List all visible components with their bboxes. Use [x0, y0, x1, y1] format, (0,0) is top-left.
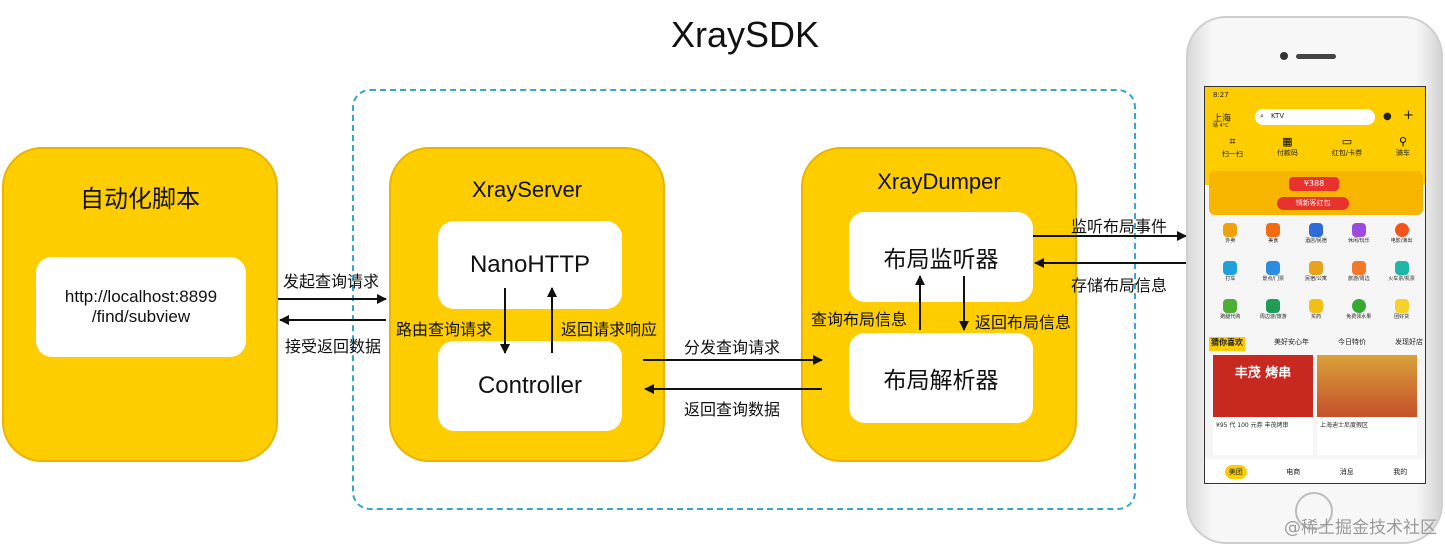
grid-item[interactable]: 周边游/旅游 — [1252, 299, 1295, 333]
city-label: 上海 — [1213, 114, 1232, 124]
grid-item[interactable]: 外卖 — [1209, 223, 1252, 257]
phone-home-button — [1295, 492, 1333, 530]
nav-shop[interactable]: 电商 — [1286, 468, 1301, 476]
tab-new-year[interactable]: 美好安心年 — [1274, 338, 1309, 346]
nav-profile[interactable]: 我的 — [1393, 468, 1408, 476]
grid-item[interactable]: 休闲/玩乐 — [1337, 223, 1380, 257]
controller-box: Controller — [438, 341, 622, 431]
tab-special[interactable]: 今日特价 — [1338, 338, 1366, 346]
banner-amount-badge: ¥388 — [1289, 177, 1339, 191]
grid-item[interactable]: 电影/演出 — [1380, 223, 1423, 257]
label-store-layout: 存储布局信息 — [1071, 276, 1168, 295]
nav-message[interactable]: 消息 — [1339, 468, 1354, 476]
bottom-nav: 美团 电商 消息 我的 — [1205, 459, 1425, 483]
mic-icon[interactable]: ● — [1383, 111, 1392, 122]
label-send-query: 发起查询请求 — [283, 272, 380, 291]
layout-listener-box: 布局监听器 — [849, 212, 1033, 302]
xrayserver-title: XrayServer — [471, 177, 583, 202]
grid-item[interactable]: 跑腿代购 — [1209, 299, 1252, 333]
grid-item[interactable]: 酒店/民宿 — [1295, 223, 1338, 257]
banner-button[interactable]: 领新客红包 — [1277, 197, 1349, 210]
grid-item[interactable]: 打车 — [1209, 261, 1252, 295]
xraydumper-box: XrayDumper 布局监听器 布局解析器 — [801, 147, 1077, 462]
temperature: 晴 4°C — [1213, 123, 1229, 129]
phone-camera — [1280, 52, 1288, 60]
card2-image — [1317, 355, 1417, 417]
feed-card-1[interactable]: 丰茂 烤串 ¥95 代 100 元券 丰茂烤串 — [1213, 355, 1313, 455]
quick-pay[interactable]: ▦付款码 — [1276, 135, 1298, 157]
grid-item[interactable]: 美食 — [1252, 223, 1295, 257]
nanohttp-box: NanoHTTP — [438, 221, 622, 309]
card1-desc: ¥95 代 100 元券 丰茂烤串 — [1216, 422, 1289, 429]
automation-script-title: 自动化脚本 — [80, 186, 200, 213]
card2-desc: 上海迪士尼度假区 — [1320, 422, 1369, 429]
promo-banner[interactable]: ¥388 领新客红包 — [1209, 171, 1423, 215]
quick-scan[interactable]: ⌗扫一扫 — [1221, 135, 1243, 158]
layout-listener-label: 布局监听器 — [883, 247, 999, 273]
xrayserver-box: XrayServer NanoHTTP Controller — [389, 147, 665, 462]
diagram-title: XraySDK — [670, 14, 820, 55]
quick-coupon[interactable]: ▭红包/卡券 — [1331, 135, 1363, 157]
automation-script-box: 自动化脚本 http://localhost:8899 /find/subvie… — [2, 147, 278, 462]
watermark: @稀土掘金技术社区 — [1284, 518, 1437, 538]
search-icon: ⌕ — [1260, 112, 1264, 120]
plus-icon[interactable]: + — [1403, 108, 1414, 123]
status-time: 8:27 — [1213, 91, 1229, 99]
label-route-query: 路由查询请求 — [396, 320, 493, 339]
grid-item[interactable]: 民宿/公寓 — [1295, 261, 1338, 295]
search-placeholder: KTV — [1271, 112, 1285, 120]
grid-item[interactable]: 买药 — [1295, 299, 1338, 333]
nanohttp-label: NanoHTTP — [469, 251, 591, 278]
layout-parser-box: 布局解析器 — [849, 333, 1033, 423]
phone-screen: 8:27 上海 晴 4°C ⌕ KTV ● + ⌗扫一扫 ▦付款码 ▭红包/卡券… — [1204, 86, 1426, 484]
label-return-response: 返回请求响应 — [561, 320, 658, 339]
label-return-layout: 返回布局信息 — [975, 313, 1072, 332]
label-return-query-data: 返回查询数据 — [684, 400, 781, 419]
xraydumper-title: XrayDumper — [877, 169, 1001, 194]
phone-speaker — [1296, 54, 1336, 59]
label-receive-data: 接受返回数据 — [285, 337, 382, 356]
card1-image: 丰茂 烤串 — [1213, 355, 1313, 417]
grid-item[interactable]: 旅游/周边 — [1337, 261, 1380, 295]
url-line-1: http://localhost:8899 — [64, 287, 218, 306]
grid-item[interactable]: 景点/门票 — [1252, 261, 1295, 295]
tab-discover[interactable]: 发现好店 — [1395, 338, 1423, 346]
label-dispatch-query: 分发查询请求 — [684, 338, 781, 357]
feed-card-2[interactable]: 上海迪士尼度假区 — [1317, 355, 1417, 455]
grid-item[interactable]: 免费领水果 — [1337, 299, 1380, 333]
quick-bike[interactable]: ⚲骑车 — [1396, 135, 1411, 157]
app-header — [1205, 87, 1425, 185]
label-listen-events: 监听布局事件 — [1071, 217, 1168, 236]
controller-label: Controller — [477, 372, 583, 399]
grid-item[interactable]: 火车票/机票 — [1380, 261, 1423, 295]
layout-parser-label: 布局解析器 — [883, 368, 999, 394]
feed-tabs: 猜你喜欢 美好安心年 今日特价 发现好店 — [1209, 337, 1423, 351]
category-grid: 外卖 美食 酒店/民宿 休闲/玩乐 电影/演出 打车 景点/门票 民宿/公寓 旅… — [1209, 223, 1423, 333]
nav-home[interactable]: 美团 — [1224, 465, 1247, 479]
quick-actions: ⌗扫一扫 ▦付款码 ▭红包/卡券 ⚲骑车 — [1205, 135, 1425, 165]
url-box: http://localhost:8899 /find/subview — [36, 257, 246, 357]
url-line-2: /find/subview — [91, 307, 191, 326]
search-input[interactable]: ⌕ KTV — [1255, 109, 1375, 125]
tab-guess[interactable]: 猜你喜欢 — [1209, 337, 1245, 351]
label-query-layout: 查询布局信息 — [811, 310, 908, 329]
grid-item[interactable]: 团好货 — [1380, 299, 1423, 333]
